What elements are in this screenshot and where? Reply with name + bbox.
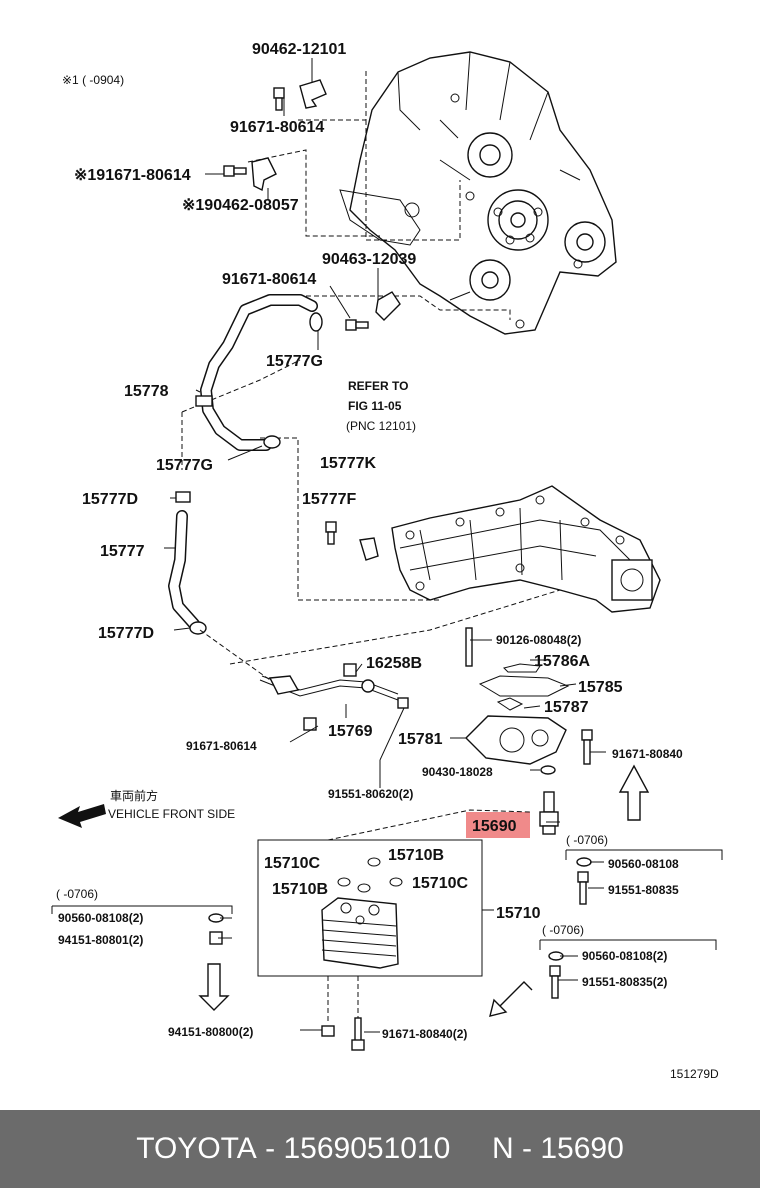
label-90560-08108-b: 90560-08108(2) bbox=[58, 911, 143, 925]
footer-oem-number: 1569051010 bbox=[283, 1132, 451, 1165]
oil-cooler-kit-box bbox=[257, 839, 483, 977]
bolt-91671-80614-c-icon bbox=[345, 319, 369, 331]
clamp-90462-08057-icon bbox=[251, 157, 277, 192]
label-90560-08108-c: 90560-08108(2) bbox=[582, 949, 667, 963]
label-15710B-b: 15710B bbox=[272, 881, 328, 898]
bolt-15777F-icon bbox=[325, 521, 337, 545]
parts-diagram: ※1 ( -0904) 90462-12101 91671-80614 ※191… bbox=[51, 41, 723, 1081]
label-15710B-a: 15710B bbox=[388, 847, 444, 864]
label-16258B: 16258B bbox=[366, 655, 422, 672]
label-90463-12039: 90463-12039 bbox=[322, 251, 416, 268]
label-91671-80614-a: 91671-80614 bbox=[230, 119, 324, 136]
drawing-number: 151279D bbox=[670, 1067, 719, 1081]
timing-cover-illustration bbox=[339, 51, 617, 335]
label-91671-80840-a: 91671-80840 bbox=[612, 747, 683, 761]
footer-gap bbox=[450, 1132, 492, 1166]
footer-bar: TOYOTA - 1569051010 N - 15690 bbox=[0, 1110, 760, 1188]
bolt-91671-80614-b-icon bbox=[223, 165, 247, 177]
oring-15710B-b-icon bbox=[357, 883, 371, 893]
footer-n-prefix: N bbox=[492, 1132, 514, 1165]
label-15769: 15769 bbox=[328, 723, 373, 740]
arrow-up-icon bbox=[618, 764, 650, 821]
label-15777: 15777 bbox=[100, 543, 145, 560]
label-91551-80835-a: 91551-80835 bbox=[608, 883, 679, 897]
label-15690: 15690 bbox=[472, 818, 517, 835]
label-90560-08108-a: 90560-08108 bbox=[608, 857, 679, 871]
bolt-91671-80840-a-icon bbox=[581, 729, 593, 765]
stud-90126-08048-icon bbox=[465, 627, 473, 667]
group-bracket-left bbox=[51, 905, 233, 914]
label-15777F: 15777F bbox=[302, 491, 356, 508]
fitting-15777K-icon bbox=[359, 537, 379, 561]
note-top: ※1 ( -0904) bbox=[62, 73, 124, 87]
label-15777K: 15777K bbox=[320, 455, 376, 472]
footer-separator-2: - bbox=[513, 1132, 541, 1165]
label-15710C-b: 15710C bbox=[412, 875, 468, 892]
bolt-91671-80614-a-icon bbox=[273, 87, 285, 111]
refer-line-2: FIG 11-05 bbox=[348, 399, 402, 413]
label-91671-80840-b: 91671-80840(2) bbox=[382, 1027, 467, 1041]
label-90462-12101: 90462-12101 bbox=[252, 41, 346, 58]
gasket-15785-illustration bbox=[478, 663, 570, 711]
arrow-diagonal-icon bbox=[489, 981, 533, 1017]
front-label-jp: 車両前方 bbox=[110, 788, 158, 803]
footer-part-number: 15690 bbox=[540, 1132, 624, 1165]
label-94151-80800: 94151-80800(2) bbox=[168, 1025, 253, 1039]
label-15710: 15710 bbox=[496, 905, 541, 922]
clamp-90462-12101-icon bbox=[299, 79, 327, 109]
label-15777D-b: 15777D bbox=[98, 625, 154, 642]
footer-separator: - bbox=[256, 1132, 284, 1165]
group-bracket-right-a bbox=[565, 849, 723, 860]
bracket-15781-illustration bbox=[465, 715, 567, 765]
label-91671-80614-d: 91671-80614 bbox=[186, 739, 257, 753]
clamp-90463-12039-icon bbox=[375, 291, 401, 321]
label-15787: 15787 bbox=[544, 699, 589, 716]
label-15778: 15778 bbox=[124, 383, 169, 400]
bolt-16258B-icon bbox=[343, 663, 357, 677]
group-bracket-right-b bbox=[539, 939, 717, 950]
bolt-91551-80835-a-icon bbox=[577, 871, 589, 905]
refer-line-3: (PNC 12101) bbox=[346, 419, 416, 433]
refer-line-1: REFER TO bbox=[348, 379, 408, 393]
pipe-15769-illustration bbox=[199, 589, 561, 701]
vehicle-front-arrow-icon bbox=[58, 804, 106, 828]
note-0706-c: ( -0706) bbox=[542, 923, 584, 937]
oil-cooler-15710-illustration bbox=[321, 897, 399, 969]
oil-pan-illustration bbox=[391, 485, 661, 613]
label-15710C-a: 15710C bbox=[264, 855, 320, 872]
label-90430-18028: 90430-18028 bbox=[422, 765, 493, 779]
label-15781: 15781 bbox=[398, 731, 443, 748]
label-15777G-b: 15777G bbox=[156, 457, 213, 474]
label-94151-80801: 94151-80801(2) bbox=[58, 933, 143, 947]
bolt-91551-80835-b-icon bbox=[549, 965, 561, 999]
label-90126-08048: 90126-08048(2) bbox=[496, 633, 581, 647]
oring-15710C-a-icon bbox=[337, 877, 351, 887]
footer-brand: TOYOTA bbox=[136, 1132, 257, 1165]
arrow-down-icon bbox=[198, 963, 230, 1011]
note-0706-a: ( -0706) bbox=[566, 833, 608, 847]
bolt-91551-80620-icon bbox=[379, 697, 409, 761]
nut-94151-80800-icon bbox=[321, 1025, 335, 1037]
part-15690-illustration bbox=[539, 791, 559, 835]
label-90462-08057: ※190462-08057 bbox=[182, 197, 299, 214]
washer-90560-a-icon bbox=[576, 857, 592, 867]
oring-15710C-b-icon bbox=[389, 877, 403, 887]
hose-15778-illustration bbox=[195, 294, 323, 451]
label-91551-80620: 91551-80620(2) bbox=[328, 787, 413, 801]
front-label-en: VEHICLE FRONT SIDE bbox=[108, 807, 235, 821]
label-15786A: 15786A bbox=[534, 653, 590, 670]
label-15777G-a: 15777G bbox=[266, 353, 323, 370]
label-91671-80614-b: ※191671-80614 bbox=[74, 167, 191, 184]
label-15777D-a: 15777D bbox=[82, 491, 138, 508]
hose-15777-illustration bbox=[168, 491, 207, 635]
note-0706-b: ( -0706) bbox=[56, 887, 98, 901]
washer-90430-18028-icon bbox=[540, 765, 556, 775]
oring-15710B-a-icon bbox=[367, 857, 381, 867]
label-15785: 15785 bbox=[578, 679, 623, 696]
bolt-91671-80840-b-icon bbox=[351, 1017, 365, 1051]
label-91551-80835-b: 91551-80835(2) bbox=[582, 975, 667, 989]
part-15690-highlight bbox=[466, 812, 530, 838]
label-91671-80614-c: 91671-80614 bbox=[222, 271, 316, 288]
